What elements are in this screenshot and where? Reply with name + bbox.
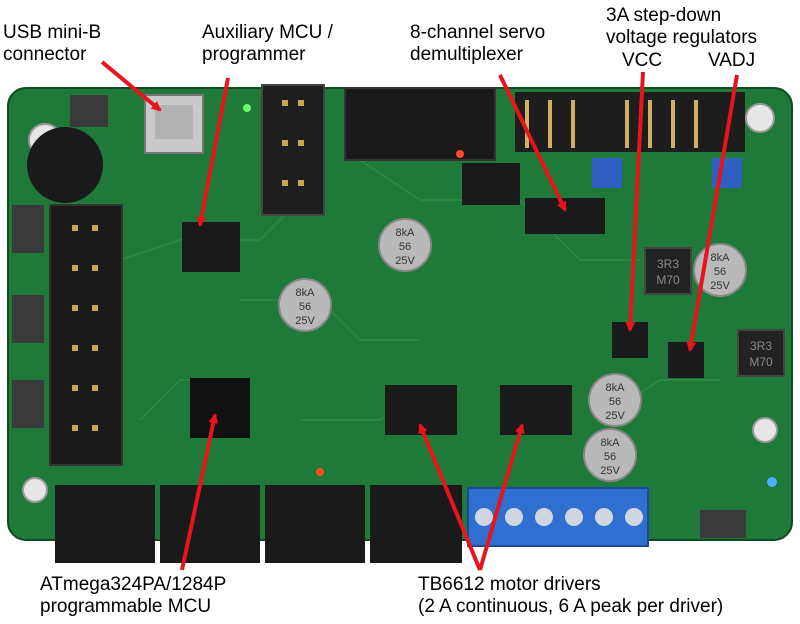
cap-a-marking-2: 56 <box>299 301 311 313</box>
led-blue <box>767 477 777 487</box>
label-aux-mcu-line-2: programmer <box>202 44 306 65</box>
inductor-b-marking: 3R3 <box>750 339 772 353</box>
vcc-potentiometer <box>592 158 622 188</box>
buzzer <box>27 127 103 203</box>
inductors <box>644 247 785 377</box>
led-red-2 <box>316 468 324 476</box>
label-vadj: VADJ <box>708 50 756 71</box>
label-usb-line-2: connector <box>3 44 87 65</box>
annotation-arrows <box>100 60 739 571</box>
label-servo-line-2: demultiplexer <box>410 44 523 65</box>
inductor-a-marking: 3R3 <box>657 257 679 271</box>
label-main-mcu-line-1: ATmega324PA/1284P <box>40 574 227 595</box>
label-motor-line-1: TB6612 motor drivers <box>418 574 601 595</box>
arrow-usb <box>100 60 162 112</box>
aux-mcu-chip <box>182 222 240 272</box>
motor-terminal-block <box>467 487 649 547</box>
arrow-motor-a <box>418 423 482 571</box>
pin-headers-top-right <box>515 92 745 152</box>
arrow-vadj <box>686 74 739 352</box>
led-green <box>243 104 251 112</box>
programmer-header <box>261 84 325 216</box>
cap-d-marking-3: 25V <box>605 410 625 422</box>
cap-e-marking-2: 56 <box>604 451 616 463</box>
label-main-mcu-line-2: programmable MCU <box>40 596 212 617</box>
cap-a-marking: 8kA <box>296 287 316 299</box>
cap-c-marking-3: 25V <box>710 280 730 292</box>
small-header <box>462 163 520 205</box>
arrow-main-mcu <box>180 413 219 571</box>
led-red <box>456 150 464 158</box>
left-io-header <box>49 204 123 466</box>
cap-d-marking-2: 56 <box>609 396 621 408</box>
cap-b-marking-3: 25V <box>395 255 415 267</box>
cap-e-marking-3: 25V <box>600 465 620 477</box>
cap-c-marking: 8kA <box>711 252 731 264</box>
label-servo-line-1: 8-channel servo <box>410 22 546 43</box>
cap-e-marking: 8kA <box>601 437 621 449</box>
arrow-vcc <box>625 71 645 332</box>
cap-d-marking: 8kA <box>606 382 626 394</box>
label-aux-mcu: Auxiliary MCU / programmer <box>202 22 333 66</box>
label-regulators-line-2: voltage regulators <box>606 27 758 48</box>
label-motor-line-2: (2 A continuous, 6 A peak per driver) <box>418 596 724 617</box>
arrow-aux-mcu <box>196 77 230 227</box>
tactile-buttons <box>12 95 746 538</box>
label-regulators: 3A step-down voltage regulators <box>606 5 757 49</box>
motor-driver-chip-b <box>500 385 572 435</box>
cap-c-marking-2: 56 <box>714 266 726 278</box>
servo-demux-chip <box>525 198 605 234</box>
label-motor: TB6612 motor drivers (2 A continuous, 6 … <box>418 574 723 618</box>
label-vcc: VCC <box>622 50 663 71</box>
inductor-b-marking-2: M70 <box>749 355 773 369</box>
cap-b-marking: 8kA <box>396 227 416 239</box>
vadj-regulator-chip <box>668 342 704 378</box>
cap-a-marking-3: 25V <box>295 315 315 327</box>
arrow-motor-b <box>478 423 525 571</box>
bottom-headers <box>55 485 462 563</box>
main-mcu-chip <box>190 378 250 438</box>
label-servo: 8-channel servo demultiplexer <box>410 22 545 66</box>
inductor-a-marking-2: M70 <box>656 273 680 287</box>
label-aux-mcu-line-1: Auxiliary MCU / <box>202 22 333 43</box>
label-usb-line-1: USB mini-B <box>3 22 102 43</box>
usb-mini-b-connector <box>144 94 204 154</box>
label-usb: USB mini-B connector <box>3 22 101 66</box>
cap-b-marking-2: 56 <box>399 241 411 253</box>
label-regulators-line-1: 3A step-down <box>606 5 722 26</box>
servo-header-top <box>344 87 496 161</box>
label-main-mcu: ATmega324PA/1284P programmable MCU <box>40 574 226 618</box>
arrow-servo <box>498 74 567 212</box>
